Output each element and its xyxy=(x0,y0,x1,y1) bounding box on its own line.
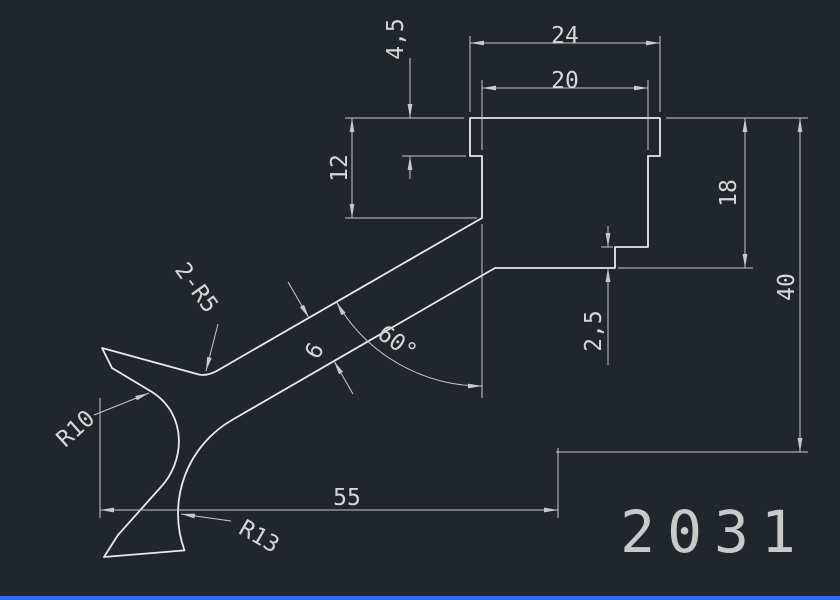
dim-right-depth-label: 18 xyxy=(716,179,742,207)
dim-outer-radius: R13 xyxy=(180,513,284,559)
dim-fillet: 2-R5 xyxy=(169,258,223,372)
dim-top-width-label: 24 xyxy=(551,23,579,49)
part-outline xyxy=(101,117,661,558)
dim-total-height-label: 40 xyxy=(774,273,800,301)
dim-inner-width: 20 xyxy=(481,68,649,150)
dim-fillet-label: 2-R5 xyxy=(169,258,223,318)
dim-angle-label: 60° xyxy=(373,320,422,365)
dimension-annotations: 24 20 4,5 12 xyxy=(52,18,808,559)
dim-angle: 60° xyxy=(336,224,483,398)
dim-flange-height-label: 4,5 xyxy=(383,18,409,60)
dim-total-height: 40 xyxy=(556,118,808,453)
dim-arm-thickness-label: 6 xyxy=(300,338,329,363)
dim-step-label: 2,5 xyxy=(581,310,607,352)
dim-overall-length-label: 55 xyxy=(333,485,361,511)
part-number: 2031 xyxy=(620,498,808,566)
dim-top-width: 24 xyxy=(469,23,661,112)
bottom-accent-bar xyxy=(0,596,840,600)
dim-inner-radius-label: R10 xyxy=(52,405,100,452)
dim-inner-width-label: 20 xyxy=(551,68,579,94)
dim-outer-radius-label: R13 xyxy=(235,515,284,558)
dim-left-height-label: 12 xyxy=(327,154,353,182)
dim-right-depth: 18 xyxy=(618,117,808,269)
dim-overall-length: 55 xyxy=(99,398,559,518)
dim-left-height: 12 xyxy=(327,117,477,219)
dim-flange-height: 4,5 xyxy=(383,18,466,179)
dim-step: 2,5 xyxy=(581,226,613,365)
